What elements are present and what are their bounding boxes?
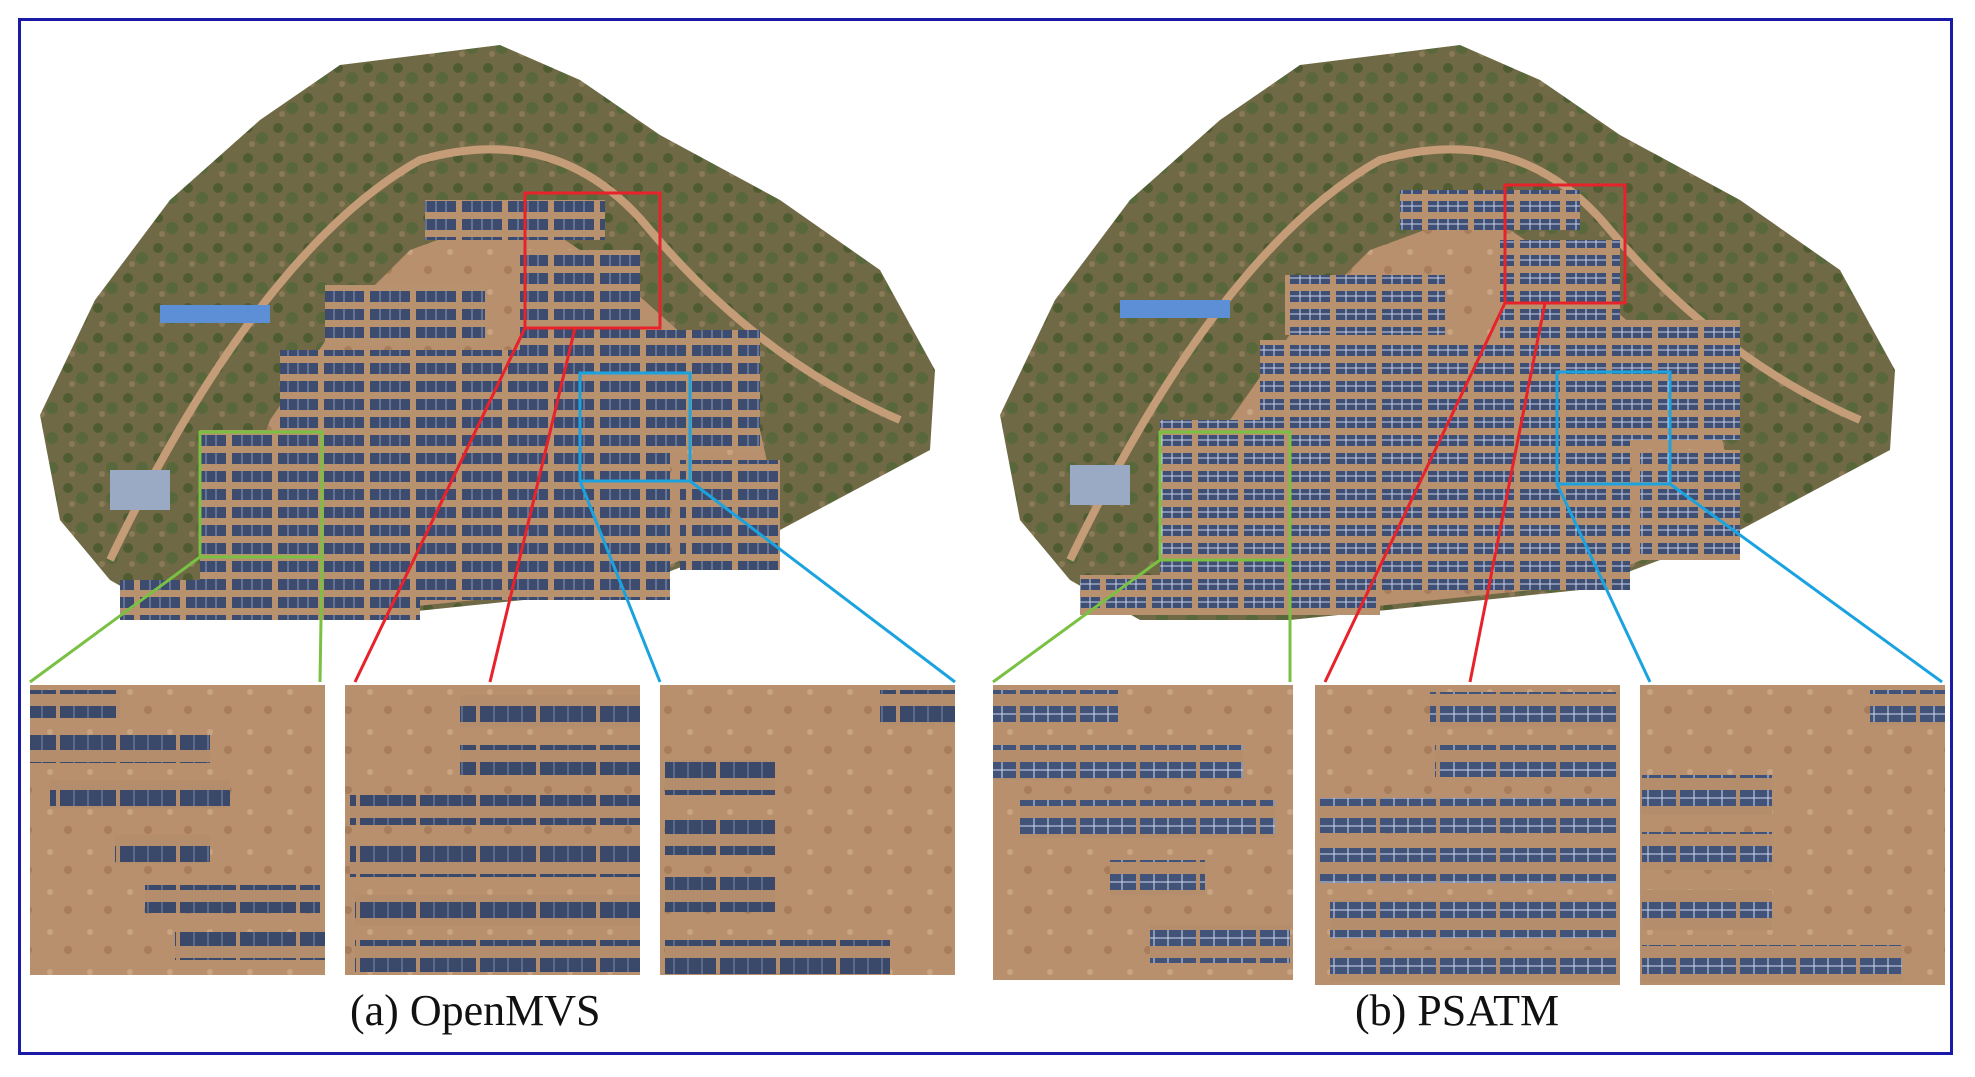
highlight-box-green <box>1158 430 1292 562</box>
zoom-inset-green <box>993 685 1293 980</box>
panel-rows <box>1640 450 1740 560</box>
connector-line-green <box>992 558 1161 684</box>
panel-rows <box>1285 275 1445 335</box>
connector-line-red <box>1323 302 1507 683</box>
highlight-box-blue <box>578 371 692 483</box>
caption-openmvs: (a) OpenMVS <box>350 986 601 1035</box>
highlight-box-red <box>1503 183 1627 305</box>
building-roof <box>160 305 270 323</box>
connector-line-blue <box>578 480 662 683</box>
panel-rows <box>680 460 780 570</box>
building-roof <box>110 470 170 510</box>
panel-rows <box>425 200 605 240</box>
connector-line-blue <box>1669 482 1943 684</box>
panel-rows <box>1400 190 1580 230</box>
connector-line-red <box>488 327 577 683</box>
connector-line-blue <box>689 479 956 684</box>
building-roof <box>1070 465 1130 505</box>
figure-border <box>18 18 1953 1055</box>
connector-line-red <box>1468 302 1547 683</box>
panel-rows <box>1080 575 1380 615</box>
zoom-inset-green <box>30 685 325 975</box>
highlight-box-blue <box>1555 370 1672 486</box>
zoom-inset-blue <box>1640 685 1945 985</box>
highlight-box-green <box>198 430 324 559</box>
map-psatm <box>992 45 1945 985</box>
highlight-box-red <box>523 191 662 330</box>
building-roof <box>1120 300 1230 318</box>
panel-rows <box>1160 420 1630 590</box>
panel-rows <box>325 285 485 345</box>
caption-psatm: (b) PSATM <box>1355 986 1560 1035</box>
connector-line-green <box>318 556 324 683</box>
connector-line-green <box>29 555 201 684</box>
zoom-inset-red <box>345 685 640 975</box>
connector-line-red <box>353 327 527 683</box>
map-openmvs <box>29 45 956 975</box>
zoom-inset-blue <box>660 685 955 975</box>
panel-rows <box>120 580 420 620</box>
connector-line-blue <box>1555 483 1652 683</box>
zoom-inset-red <box>1315 685 1620 985</box>
